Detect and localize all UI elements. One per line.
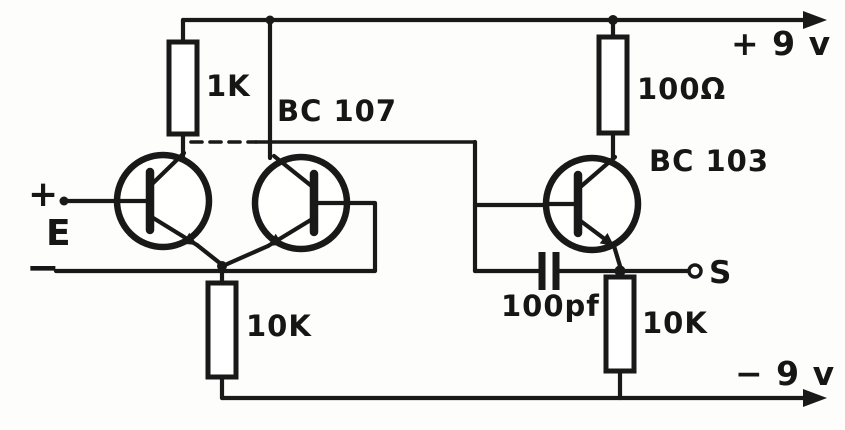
bc103-label: BC 103 xyxy=(649,144,769,178)
transistor-q1-emitter-arrow-icon xyxy=(182,232,197,245)
output-label: S xyxy=(709,255,732,291)
wire-q2-emitter-down xyxy=(222,243,271,268)
resistor-100ohm: 100Ω xyxy=(596,17,726,162)
bc107-label: BC 107 xyxy=(277,94,397,128)
resistor-1k-body xyxy=(166,39,200,137)
resistor-10k-left-label: 10K xyxy=(246,309,312,343)
vminus-arrowhead-icon xyxy=(803,389,827,407)
capacitor-label: 100pf xyxy=(501,289,600,323)
tail-resistor-10k: 10K xyxy=(194,242,312,401)
wire-q1-emitter-down xyxy=(194,242,224,267)
input-minus-sign: − xyxy=(26,245,61,291)
resistor-1k-label: 1K xyxy=(206,69,251,103)
vminus-label: − 9 v xyxy=(735,354,835,393)
vplus-label: + 9 v xyxy=(731,24,831,63)
transistor-q3-collector xyxy=(575,154,618,192)
wire-q3-emitter-down xyxy=(611,243,623,269)
output-terminal xyxy=(687,263,703,279)
top-power-rail: + 9 v xyxy=(180,11,831,63)
capacitor-100pf: 100pf xyxy=(472,252,619,323)
vplus-arrowhead-icon xyxy=(803,11,827,29)
output-network: S 10K xyxy=(603,243,732,401)
transistor-q1-bc107 xyxy=(113,150,213,251)
resistor-100ohm-label: 100Ω xyxy=(637,72,726,106)
resistor-10k-right-label: 10K xyxy=(642,306,708,340)
input-plus-sign: + xyxy=(28,174,59,215)
resistor-100ohm-body xyxy=(596,34,630,136)
transistor-q3-emitter-arrow-icon xyxy=(599,233,614,246)
transistor-q2-bc107: BC 107 xyxy=(251,94,397,253)
transistor-q1-collector xyxy=(147,150,187,189)
transistor-q2-emitter-arrow-icon xyxy=(268,233,283,246)
input-name-label: E xyxy=(46,213,72,254)
transistor-q3-bc103: BC 103 xyxy=(542,144,769,254)
transistor-q2-collector xyxy=(271,153,317,191)
input-terminals: + E − xyxy=(26,174,378,291)
bottom-power-rail: − 9 v xyxy=(219,354,835,407)
resistor-1k: 1K xyxy=(166,17,251,161)
wire-input-minus xyxy=(53,200,378,274)
resistor-10k-left-body xyxy=(205,280,239,380)
resistor-10k-right-body xyxy=(603,274,637,374)
